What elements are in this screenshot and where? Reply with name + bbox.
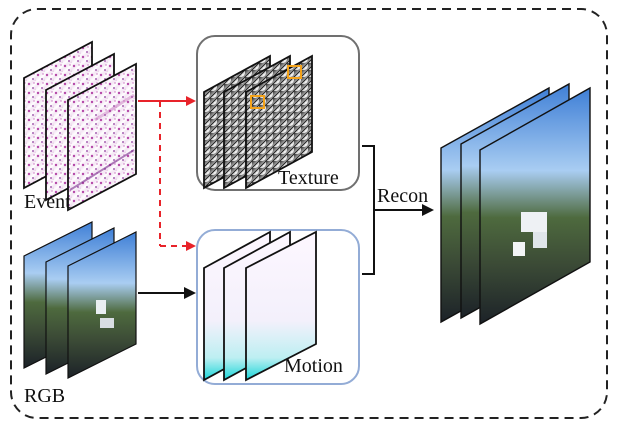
event-to-motion-arrow	[159, 101, 196, 251]
texture-label: Texture	[278, 167, 339, 189]
recon-frame-stack	[440, 82, 591, 326]
outer-dashed-border	[10, 8, 608, 419]
merge-bracket	[362, 145, 375, 275]
highlight-box	[250, 95, 265, 109]
event-label: Event	[24, 191, 71, 213]
highlight-box	[287, 65, 302, 79]
texture-frame-stack	[203, 54, 313, 190]
motion-frame-stack	[203, 230, 317, 382]
recon-label: Recon	[377, 185, 428, 207]
event-frame-stack	[23, 40, 137, 212]
rgb-label: RGB	[24, 385, 65, 407]
motion-label: Motion	[284, 355, 343, 377]
rgb-frame-stack	[23, 221, 137, 379]
